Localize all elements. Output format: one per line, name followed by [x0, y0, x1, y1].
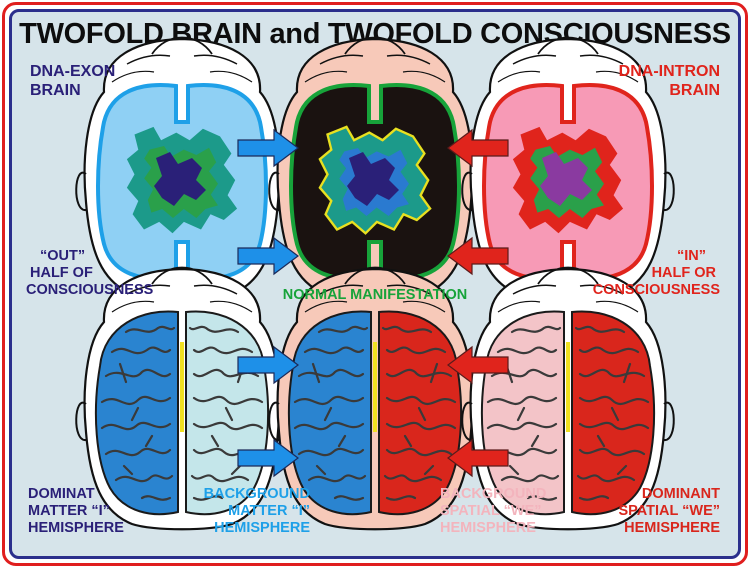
dominat-matter-line-2: MATTER “I”	[28, 503, 110, 519]
dna-exon-line-2: BRAIN	[30, 82, 81, 99]
in-half-line-1: “IN”	[677, 248, 706, 264]
background-matter-line-1: BACKGROUND	[203, 486, 310, 502]
normal-brain-section	[268, 36, 482, 301]
dominant-spatial-line-3: HEMISPHERE	[624, 520, 720, 536]
dominant-spatial-label: DOMINANT SPATIAL “WE” HEMISPHERE	[619, 486, 721, 537]
background-spatial-label: BACKGROUND SPATIAL “WE” HEMISPHERE	[440, 486, 546, 537]
matter-hemispheres-brain	[75, 266, 289, 531]
out-half-label: “OUT” HALF OF CONSCIOUSNESS	[26, 248, 153, 299]
in-half-line-3: CONSCIOUSNESS	[592, 282, 720, 298]
background-spatial-line-3: HEMISPHERE	[440, 520, 536, 536]
dna-intron-line-1: DNA-INTRON	[618, 63, 720, 80]
dominat-matter-label: DOMINAT MATTER “I” HEMISPHERE	[28, 486, 124, 537]
background-spatial-line-2: SPATIAL “WE”	[440, 503, 542, 519]
dna-intron-line-2: BRAIN	[669, 82, 720, 99]
out-half-line-3: CONSCIOUSNESS	[26, 282, 154, 298]
background-matter-line-3: HEMISPHERE	[214, 520, 310, 536]
dominat-matter-line-1: DOMINAT	[28, 486, 95, 502]
spatial-hemispheres-brain	[461, 266, 675, 531]
out-half-line-2: HALF OF	[30, 265, 93, 281]
dominat-matter-line-3: HEMISPHERE	[28, 520, 124, 536]
in-half-line-2: HALF OR	[651, 265, 716, 281]
dna-exon-line-1: DNA-EXON	[30, 63, 116, 80]
normal-manifestation-label: NORMAL MANIFESTATION	[282, 287, 468, 303]
normal-hemispheres-brain	[268, 266, 482, 531]
background-matter-label: BACKGROUND MATTER “I” HEMISPHERE	[190, 486, 310, 537]
dominant-spatial-line-2: SPATIAL “WE”	[618, 503, 721, 519]
out-half-line-1: “OUT”	[40, 248, 86, 264]
background-spatial-line-1: BACKGROUND	[440, 486, 547, 502]
in-half-label: “IN” HALF OR CONSCIOUSNESS	[593, 248, 720, 299]
dna-exon-label: DNA-EXON BRAIN	[30, 62, 115, 100]
background-matter-line-2: MATTER “I”	[228, 503, 310, 519]
dominant-spatial-line-1: DOMINANT	[641, 486, 720, 502]
dna-intron-label: DNA-INTRON BRAIN	[619, 62, 720, 100]
